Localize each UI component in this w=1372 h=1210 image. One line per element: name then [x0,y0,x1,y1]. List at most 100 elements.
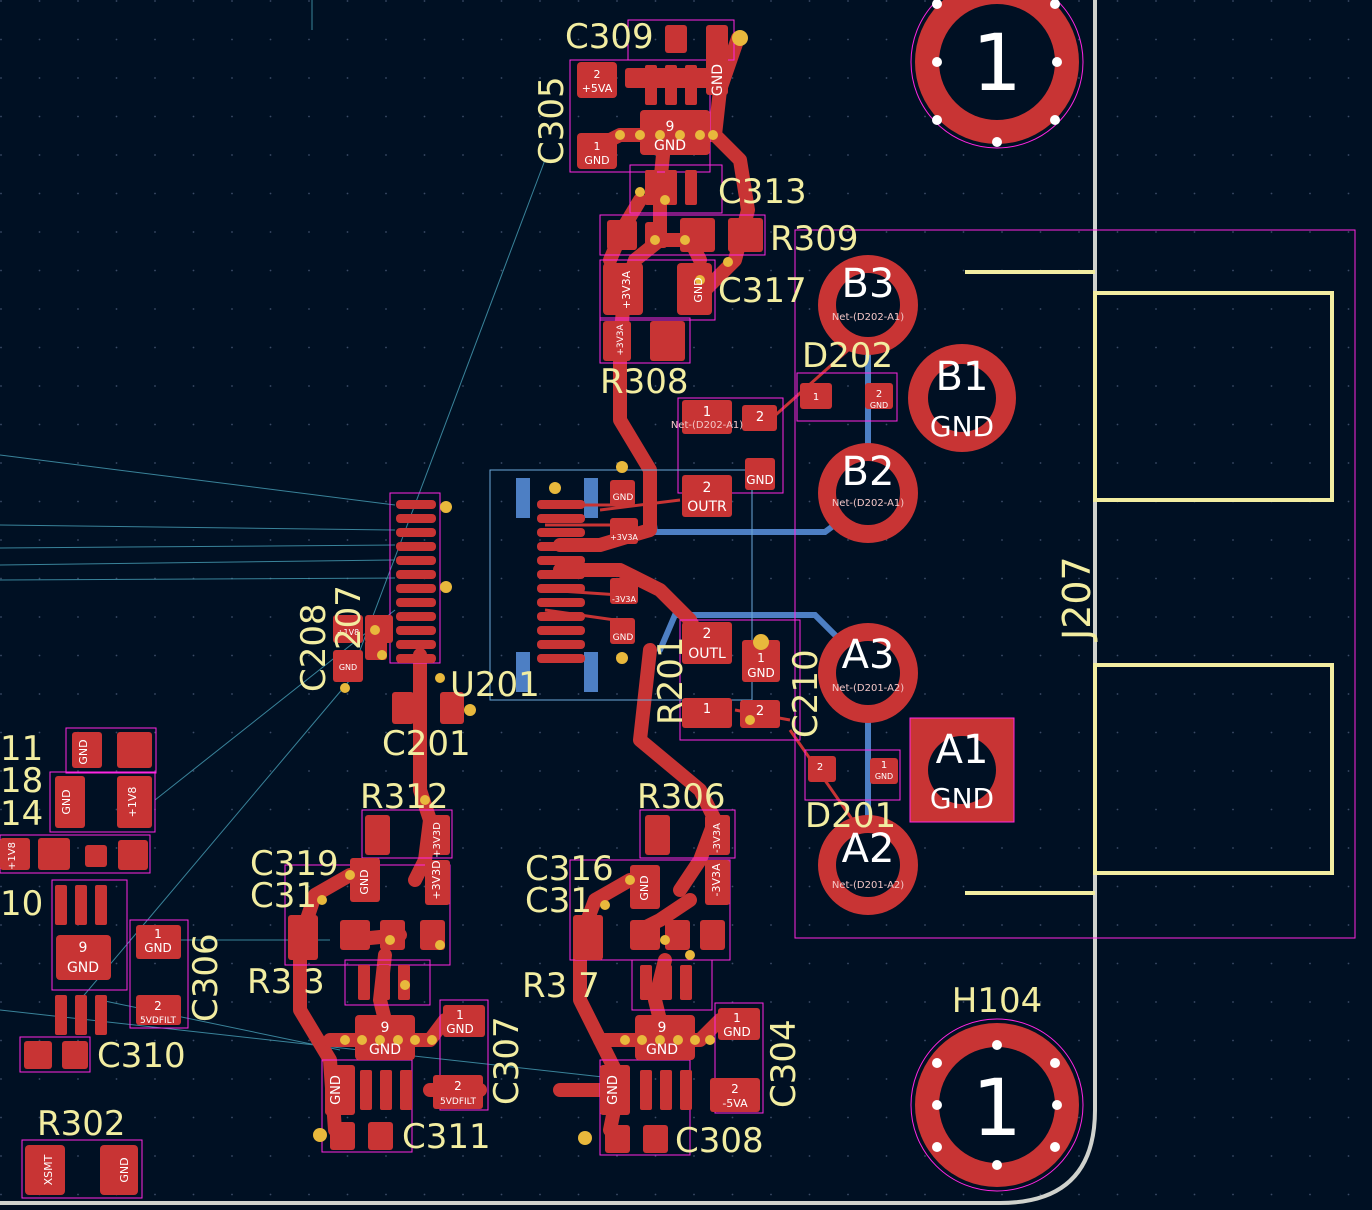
mounting-hole-number: 1 [972,19,1022,109]
svg-text:+3V3A: +3V3A [616,324,626,356]
svg-text:2: 2 [756,410,764,425]
svg-text:GND: GND [870,401,888,410]
connector-pad-b2[interactable]: B2 Net-(D202-A1) [818,443,918,543]
svg-text:Net-(D202-A1): Net-(D202-A1) [671,420,743,431]
board-edge [0,0,1097,1205]
svg-text:GND: GND [613,633,634,643]
ref-c310: C310 [97,1036,186,1076]
ref-cut-14: 14 [0,794,43,834]
svg-text:2: 2 [703,480,712,496]
svg-text:B2: B2 [842,449,895,495]
ref-r307: R3 7 [522,966,600,1006]
ref-d201: D201 [805,796,896,836]
svg-text:GND: GND [930,410,994,443]
ref-c305: C305 [532,76,572,165]
svg-text:GND: GND [67,960,99,976]
ref-h104: H104 [952,981,1042,1021]
svg-text:9: 9 [658,1020,667,1036]
svg-text:Net-(D201-A2): Net-(D201-A2) [832,683,904,694]
mounting-hole-bottom[interactable]: 1 H104 [910,981,1084,1192]
mounting-hole-top[interactable]: 1 [910,0,1084,149]
svg-text:GND: GND [646,1042,678,1058]
mounting-hole-icon [932,0,1062,147]
ref-c207: 207 [329,585,369,650]
svg-text:+3V3A: +3V3A [620,270,633,309]
ref-d202: D202 [802,336,893,376]
ref-c319: C319 [250,844,339,884]
svg-text:2: 2 [454,1079,462,1093]
svg-text:GND: GND [369,1042,401,1058]
svg-text:GND: GND [606,1075,621,1105]
connector-pad-a1[interactable]: A1 GND [909,717,1015,823]
svg-text:1: 1 [881,760,887,771]
connector-pad-a2[interactable]: A2 Net-(D201-A2) [818,815,918,915]
ref-r309: R309 [770,219,859,259]
svg-text:2: 2 [154,999,162,1013]
svg-text:2: 2 [703,626,712,642]
svg-text:GND: GND [358,869,371,894]
ref-c309: C309 [565,17,654,57]
mounting-hole-icon [932,1040,1062,1170]
svg-text:2: 2 [731,1082,739,1096]
connector-pad-b3[interactable]: B3 Net-(D202-A1) [818,255,918,355]
svg-text:GND: GND [77,739,90,764]
ref-r312: R312 [360,777,449,817]
svg-text:A1: A1 [936,727,989,773]
svg-text:1: 1 [733,1011,741,1025]
svg-text:5VDFILT: 5VDFILT [440,1097,476,1107]
svg-text:GND: GND [60,789,73,814]
svg-text:+1V8: +1V8 [126,787,139,818]
svg-text:GND: GND [723,1025,751,1039]
ref-j207: J207 [1055,556,1099,642]
svg-text:A2: A2 [842,826,895,872]
svg-text:9: 9 [381,1020,390,1036]
svg-text:GND: GND [746,473,774,487]
svg-text:GND: GND [144,941,172,955]
u201-pins[interactable] [396,500,585,663]
svg-text:1: 1 [757,651,765,665]
connector-pad-a3[interactable]: A3 Net-(D201-A2) [818,623,918,723]
svg-text:GND: GND [875,772,893,781]
svg-text:-3V3A: -3V3A [712,823,723,853]
back-copper-pads [516,478,598,692]
ref-c304: C304 [764,1019,804,1108]
ref-c315: C31 [250,876,317,916]
svg-text:1: 1 [703,405,711,420]
svg-text:1: 1 [154,927,162,941]
svg-text:GND: GND [613,493,634,503]
svg-text:B3: B3 [842,261,895,307]
svg-text:GND: GND [638,875,651,900]
svg-text:GND: GND [329,1075,344,1105]
svg-text:+5VA: +5VA [582,82,613,95]
ref-c308: C308 [675,1121,764,1161]
ref-c210: C210 [786,649,826,738]
svg-text:+1V8: +1V8 [337,628,359,637]
svg-text:1: 1 [703,702,711,717]
mounting-hole-number: 1 [972,1064,1022,1154]
svg-text:GND: GND [118,1157,131,1182]
svg-text:2: 2 [817,762,823,773]
ref-r201: R201 [651,636,691,725]
svg-text:1: 1 [456,1008,464,1022]
ref-r302: R302 [37,1104,126,1144]
ref-c318: C31 [525,881,592,921]
ref-c208: C208 [294,603,334,692]
ref-cut-18: 18 [0,761,43,801]
svg-text:Net-(D202-A1): Net-(D202-A1) [832,498,904,509]
smd-pads[interactable] [0,25,898,1195]
connector-pad-b1[interactable]: B1 GND [908,344,1016,452]
ref-cut-11: 11 [0,729,43,769]
pad-net-labels: 2 +5VA 1 GND 9 GND GND +3V3A GND +3V3A 1… [7,64,893,1185]
ref-c307: C307 [487,1016,527,1105]
svg-text:9: 9 [79,940,88,956]
ref-c311: C311 [402,1117,491,1157]
svg-text:2: 2 [756,704,764,719]
vias [313,30,769,1145]
svg-text:XSMT: XSMT [42,1154,55,1185]
courtyards [0,19,1356,1199]
svg-text:GND: GND [446,1022,474,1036]
svg-text:GND: GND [584,154,609,167]
ref-r308: R308 [600,362,689,402]
svg-text:1: 1 [813,392,819,403]
